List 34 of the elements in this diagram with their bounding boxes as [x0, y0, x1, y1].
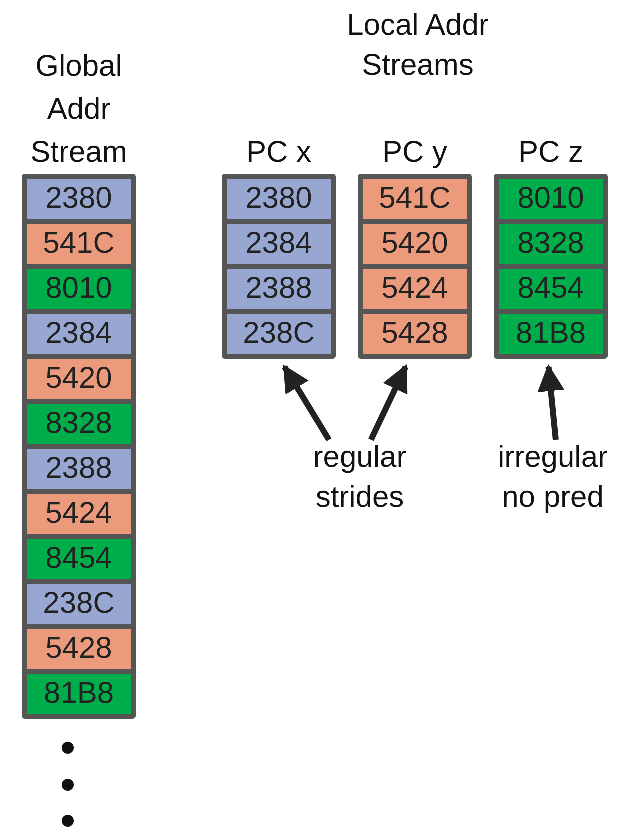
address-cell: 2380 [27, 179, 131, 219]
address-cell: 8454 [499, 269, 603, 309]
address-cell: 8010 [27, 269, 131, 309]
arrow [368, 364, 409, 442]
address-cell: 5424 [27, 494, 131, 534]
address-cell: 2388 [227, 269, 331, 309]
address-cell: 81B8 [27, 674, 131, 714]
address-cell: 8010 [499, 179, 603, 219]
address-cell: 2380 [227, 179, 331, 219]
address-cell: 5428 [363, 314, 467, 354]
address-cell: 8454 [27, 539, 131, 579]
arrow [538, 364, 565, 440]
address-cell: 81B8 [499, 314, 603, 354]
column-heading: PC y [382, 135, 448, 171]
annotation-text: irregular no pred [478, 438, 628, 518]
address-cell: 238C [27, 584, 131, 624]
address-cell: 2384 [27, 314, 131, 354]
address-cell: 2384 [227, 224, 331, 264]
column-heading: PC z [518, 135, 584, 171]
column-heading: Global Addr Stream [30, 49, 128, 171]
address-cell: 541C [363, 179, 467, 219]
arrow [282, 364, 332, 442]
address-cell: 2388 [27, 449, 131, 489]
annotation-text: regular strides [290, 438, 430, 518]
address-cell: 5420 [27, 359, 131, 399]
column-heading: PC x [246, 135, 312, 171]
address-cell: 5424 [363, 269, 467, 309]
address-cell: 541C [27, 224, 131, 264]
address-cell: 8328 [27, 404, 131, 444]
group-heading: Local Addr Streams [346, 8, 490, 84]
address-cell: 5428 [27, 629, 131, 669]
address-cell: 238C [227, 314, 331, 354]
address-cell: 8328 [499, 224, 603, 264]
address-cell: 5420 [363, 224, 467, 264]
